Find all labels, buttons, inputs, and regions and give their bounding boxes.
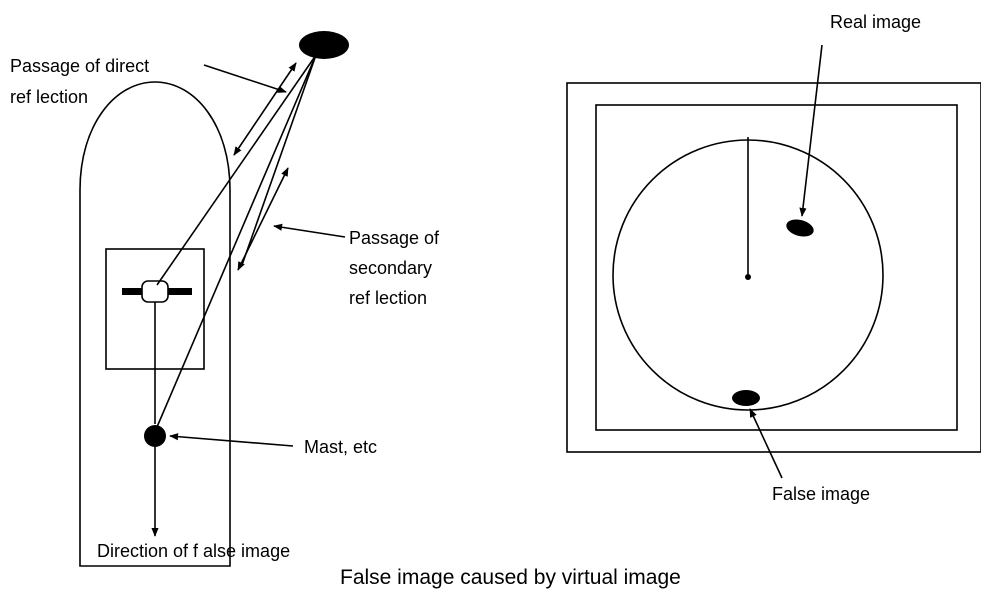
secondary-path-line — [241, 54, 317, 266]
display-inner-frame — [595, 104, 958, 431]
ship-hull — [79, 81, 231, 567]
direct-path-line — [156, 54, 317, 286]
mast-dot — [144, 425, 166, 447]
real-image-pointer — [799, 44, 823, 217]
radar-antenna-housing — [141, 280, 169, 303]
label-false-image: False image — [772, 484, 870, 504]
direct-reflection-double-arrow — [233, 62, 297, 156]
secondary-reflection-double-arrow — [237, 167, 289, 271]
ship-diagram: Passage of direct ref lection Passage of… — [10, 31, 444, 567]
label-direct-reflection: Passage of direct ref lection — [10, 56, 154, 107]
label-direction-false-image: Direction of f alse image — [97, 541, 290, 561]
target-object — [299, 31, 349, 59]
label-secondary-reflection: Passage of secondary ref lection — [349, 228, 444, 308]
figure-caption: False image caused by virtual image — [340, 566, 681, 589]
mast-to-target-line — [156, 54, 317, 428]
display-outer-frame — [566, 82, 981, 453]
own-ship-center-dot — [745, 274, 751, 280]
secondary-label-pointer — [273, 223, 346, 238]
mast-label-pointer — [169, 433, 294, 447]
real-image-echo — [786, 219, 814, 237]
label-mast: Mast, etc — [304, 437, 377, 457]
false-image-echo — [732, 390, 760, 406]
label-real-image: Real image — [830, 12, 921, 32]
radar-display-diagram: Real image False image — [566, 12, 981, 504]
false-image-pointer — [749, 408, 783, 479]
direct-label-pointer — [203, 64, 287, 93]
